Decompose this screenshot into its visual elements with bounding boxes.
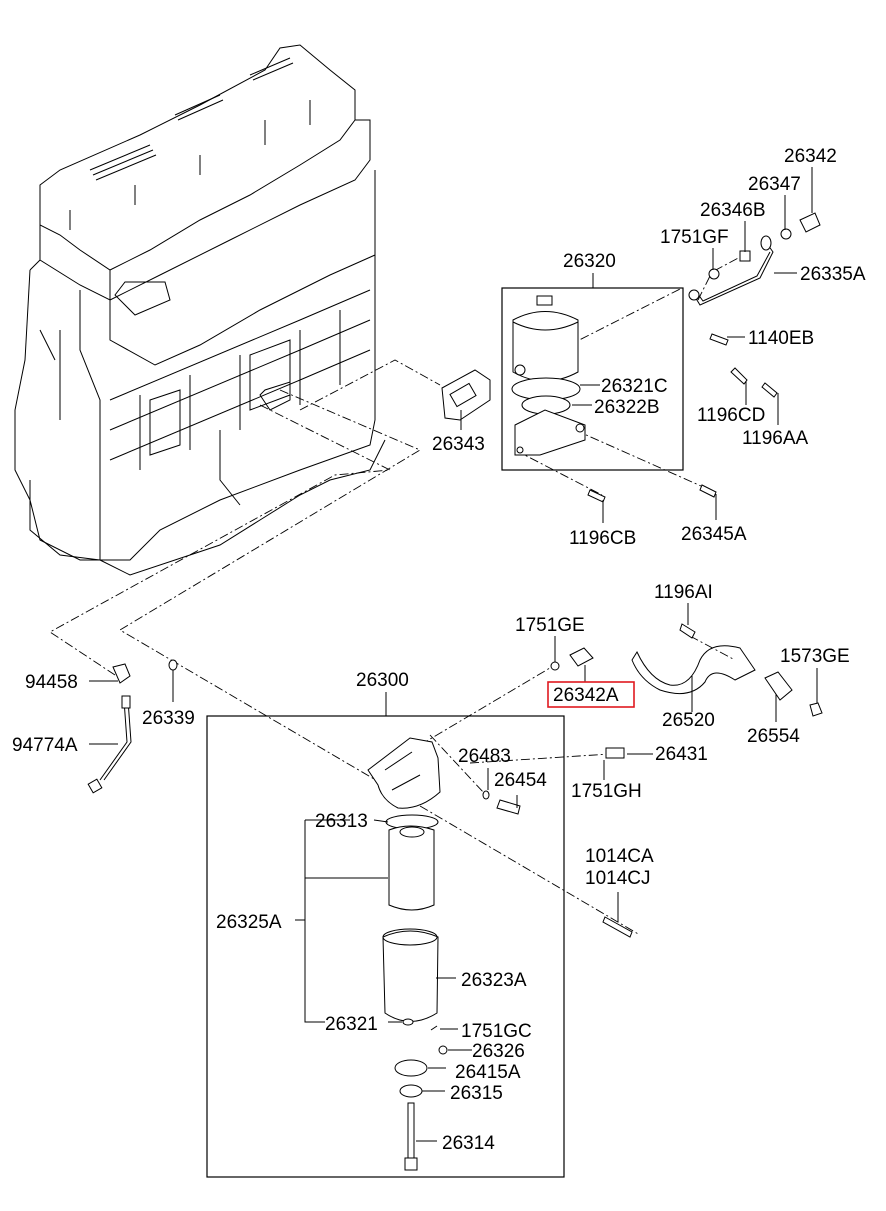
- label-26483[interactable]: 26483: [458, 746, 511, 767]
- part-26520-hose: [631, 645, 756, 695]
- label-26321[interactable]: 26321: [325, 1014, 378, 1035]
- label-26314[interactable]: 26314: [442, 1133, 495, 1154]
- part-26343-gasket: [441, 369, 491, 421]
- part-26326-plug: [438, 1045, 448, 1055]
- label-26300[interactable]: 26300: [356, 670, 409, 691]
- part-1751GF-washer: [708, 268, 720, 280]
- label-26342A[interactable]: 26342A: [553, 685, 619, 706]
- part-26335A-pipe: [688, 235, 774, 306]
- label-26335A[interactable]: 26335A: [800, 264, 866, 285]
- label-1196AA[interactable]: 1196AA: [742, 428, 809, 449]
- part-26415A-seat: [394, 1059, 428, 1077]
- label-26343[interactable]: 26343: [432, 434, 485, 455]
- label-1751GF[interactable]: 1751GF: [660, 227, 729, 248]
- label-1014CA[interactable]: 1014CA: [585, 846, 654, 867]
- label-26342[interactable]: 26342: [784, 146, 837, 167]
- label-26315[interactable]: 26315: [450, 1083, 503, 1104]
- part-26339-oring: [168, 659, 178, 671]
- label-26325A[interactable]: 26325A: [216, 912, 282, 933]
- label-26346B[interactable]: 26346B: [700, 200, 766, 221]
- part-26342-bolt: [799, 212, 821, 233]
- label-26415A[interactable]: 26415A: [455, 1062, 521, 1083]
- part-26321-oring: [402, 1018, 414, 1026]
- part-26346B-nut: [739, 250, 751, 262]
- part-26431-plug: [605, 747, 625, 759]
- part-26323A-filter-case: [382, 928, 439, 1022]
- part-26300-filter-head: [367, 737, 441, 830]
- label-26313[interactable]: 26313: [315, 811, 368, 832]
- label-1196AI[interactable]: 1196AI: [654, 582, 713, 603]
- part-1196AA-bolt: [761, 382, 778, 398]
- part-labels: 26342 26347 26346B 1751GF 26335A 26320 1…: [12, 146, 866, 1154]
- label-26322B[interactable]: 26322B: [594, 397, 660, 418]
- label-1196CD[interactable]: 1196CD: [697, 405, 765, 426]
- part-26315-washer: [399, 1084, 423, 1098]
- label-1751GE[interactable]: 1751GE: [515, 615, 585, 636]
- label-26554[interactable]: 26554: [747, 726, 800, 747]
- part-94774A-sensor-wire: [99, 699, 132, 781]
- part-26320-cooler: [511, 295, 586, 456]
- part-1751GC-pin: [430, 1025, 438, 1031]
- label-26520[interactable]: 26520: [662, 710, 715, 731]
- part-26347-washer: [780, 228, 792, 240]
- part-26483-plug: [482, 790, 490, 800]
- label-1751GH[interactable]: 1751GH: [571, 781, 642, 802]
- part-1196AI-bolt: [679, 623, 696, 639]
- part-1196CD-bolt: [730, 367, 748, 385]
- label-1573GE[interactable]: 1573GE: [780, 646, 850, 667]
- engine-block-illustration: [14, 44, 386, 576]
- part-26554-gasket: [764, 671, 793, 701]
- label-1014CJ[interactable]: 1014CJ: [585, 868, 651, 889]
- label-1196CB[interactable]: 1196CB: [569, 528, 636, 549]
- part-26314-bolt: [404, 1102, 418, 1171]
- part-26342A-bolt: [569, 647, 594, 667]
- label-26320[interactable]: 26320: [563, 251, 616, 272]
- label-26326[interactable]: 26326: [472, 1041, 525, 1062]
- label-26454[interactable]: 26454: [494, 770, 547, 791]
- part-1751GE-washer: [550, 661, 560, 671]
- label-94458[interactable]: 94458: [25, 672, 78, 693]
- label-26347[interactable]: 26347: [748, 174, 801, 195]
- label-26321C[interactable]: 26321C: [601, 376, 668, 397]
- part-1014CA-bolt: [602, 916, 633, 938]
- part-26345A-bolt: [699, 484, 717, 498]
- part-1140EB-bolt: [709, 333, 729, 346]
- label-26339[interactable]: 26339: [142, 708, 195, 729]
- label-26345A[interactable]: 26345A: [681, 524, 747, 545]
- part-26454-bolt: [496, 799, 521, 815]
- label-26431[interactable]: 26431: [655, 744, 708, 765]
- part-26313-filter-element: [388, 825, 435, 911]
- label-1751GC[interactable]: 1751GC: [461, 1021, 532, 1042]
- part-94458-fitting: [112, 663, 131, 684]
- label-1140EB[interactable]: 1140EB: [748, 328, 814, 349]
- part-1573GE-nut: [809, 702, 823, 717]
- highlight-box-26342A: [547, 681, 635, 708]
- label-leader-lines: [89, 167, 818, 1142]
- label-26323A[interactable]: 26323A: [461, 970, 527, 991]
- label-94774A[interactable]: 94774A: [12, 735, 78, 756]
